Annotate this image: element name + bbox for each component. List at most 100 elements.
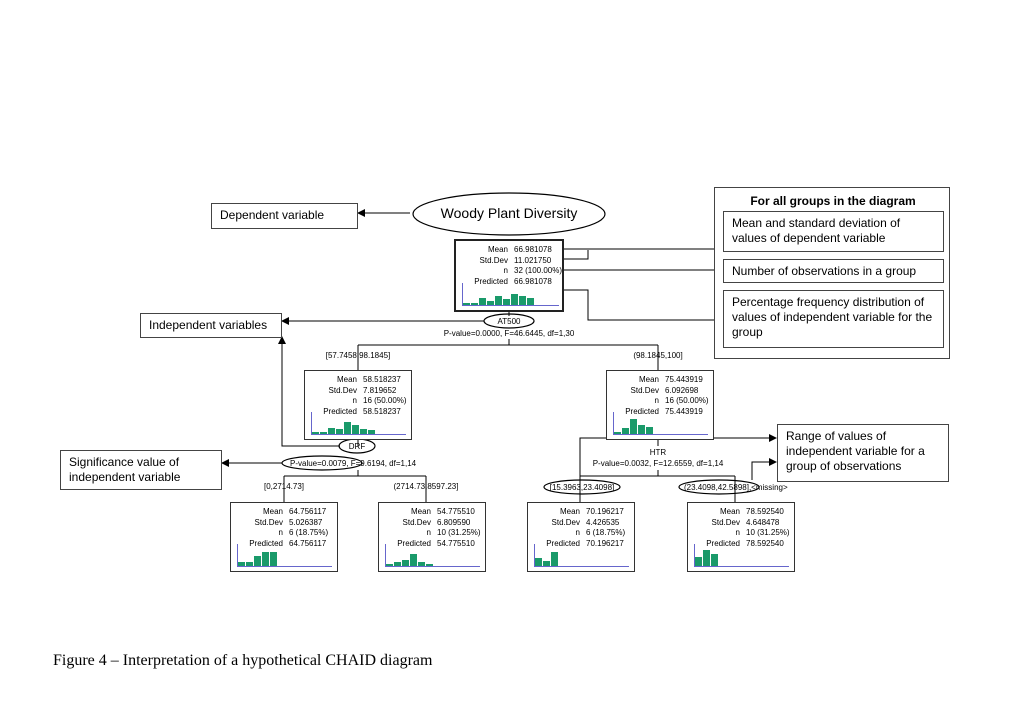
histogram-bar	[487, 301, 494, 305]
stat-key: Predicted	[625, 406, 659, 416]
root-split-variable: AT500	[497, 317, 521, 326]
right-split-variable: HTR	[649, 448, 667, 457]
stat-key: Predicted	[474, 276, 508, 286]
stat-key: n	[426, 528, 431, 537]
left-split-statistics: P-value=0.0079, F=9.6194, df=1,14	[290, 459, 416, 468]
stat-key: n	[654, 396, 659, 405]
stat-value: 6 (18.75%)	[289, 528, 329, 537]
stat-value: 58.518237	[363, 406, 401, 416]
stat-value: 70.196217	[586, 507, 624, 516]
legend-percentage: Percentage frequency distribution of val…	[723, 290, 944, 348]
histogram-bar	[410, 554, 417, 566]
stat-key: Mean	[487, 245, 508, 254]
right-range-label: (98.1845,100]	[633, 351, 683, 360]
significance-value-label: Significance value of independent variab…	[60, 450, 222, 490]
legend-mean-sd: Mean and standard deviation of values of…	[723, 211, 944, 252]
stat-value: 54.775510	[437, 507, 475, 516]
stat-key: Std.Dev	[711, 517, 740, 527]
stat-value: 6.092698	[665, 385, 699, 395]
histogram-bar	[551, 552, 558, 566]
stat-key: Std.Dev	[254, 517, 283, 527]
histogram-bar	[262, 552, 269, 566]
stat-key: Predicted	[706, 538, 740, 548]
stat-row-pred: Predicted 64.756117	[235, 539, 347, 550]
frequency-histogram	[385, 544, 480, 567]
independent-variables-label: Independent variables	[140, 313, 282, 338]
stat-key: Std.Dev	[402, 517, 431, 527]
histogram-bar	[312, 432, 319, 434]
stat-value: 6.809590	[437, 517, 471, 527]
left-left-range-label: [0,2714.73]	[263, 482, 305, 491]
stat-key: Predicted	[323, 406, 357, 416]
range-of-values-label: Range of values of independent variable …	[777, 424, 949, 482]
left-right-range-label: (2714.73,8597.23]	[393, 482, 459, 491]
stat-value: 6 (18.75%)	[586, 528, 626, 537]
histogram-bar	[246, 562, 253, 566]
dependent-variable-label: Dependent variable	[211, 203, 358, 229]
stat-key: Mean	[719, 507, 740, 516]
histogram-bar	[402, 560, 409, 566]
stat-row-n: n 10 (31.25%)	[692, 528, 804, 539]
stat-key: Predicted	[249, 538, 283, 548]
histogram-bar	[614, 432, 621, 434]
stat-value: 78.592540	[746, 507, 784, 516]
histogram-bar	[511, 294, 518, 305]
stat-value: 10 (31.25%)	[746, 528, 790, 537]
histogram-bar	[344, 422, 351, 434]
stat-key: Mean	[410, 507, 431, 516]
right-right-range: (23.4098,42.5898]	[684, 483, 749, 492]
stat-key: n	[278, 528, 283, 537]
left-split-variable: DRF	[348, 442, 366, 451]
histogram-bar	[630, 419, 637, 434]
root-split-statistics: P-value=0.0000, F=46.6445, df=1,30	[443, 329, 575, 338]
histogram-bar	[254, 556, 261, 566]
frequency-histogram	[534, 544, 629, 567]
histogram-bar	[352, 425, 359, 434]
histogram-bar	[360, 429, 367, 434]
stat-value: 64.756117	[289, 538, 327, 548]
stat-value: 4.648478	[746, 517, 780, 527]
histogram-bar	[320, 432, 327, 434]
stat-row-mean: Mean 54.775510	[383, 507, 495, 518]
stat-key: n	[735, 528, 740, 537]
right-right-range-label: (23.4098,42.5898],<missing>	[684, 483, 788, 492]
stat-value: 64.756117	[289, 507, 327, 516]
stat-value: 66.981078	[514, 276, 552, 286]
left-split-f: , F=9.6194, df=1,14	[346, 459, 417, 468]
legend-panel: For all groups in the diagram Mean and s…	[714, 187, 950, 359]
stat-row-sd: Std.Dev 6.809590	[383, 518, 495, 529]
stat-key: Predicted	[397, 538, 431, 548]
histogram-bar	[479, 298, 486, 305]
stat-key: Mean	[262, 507, 283, 516]
stat-row-n: n 6 (18.75%)	[235, 528, 347, 539]
histogram-bar	[471, 303, 478, 305]
histogram-bar	[426, 564, 433, 566]
stat-key: Mean	[638, 375, 659, 384]
stat-value: 11.021750	[514, 255, 552, 265]
histogram-bar	[394, 562, 401, 566]
stat-value: 5.026387	[289, 517, 323, 527]
stat-value: 70.196217	[586, 538, 624, 548]
right-left-range-label: [15.3963,23.4098]	[549, 483, 615, 492]
histogram-bar	[495, 296, 502, 305]
